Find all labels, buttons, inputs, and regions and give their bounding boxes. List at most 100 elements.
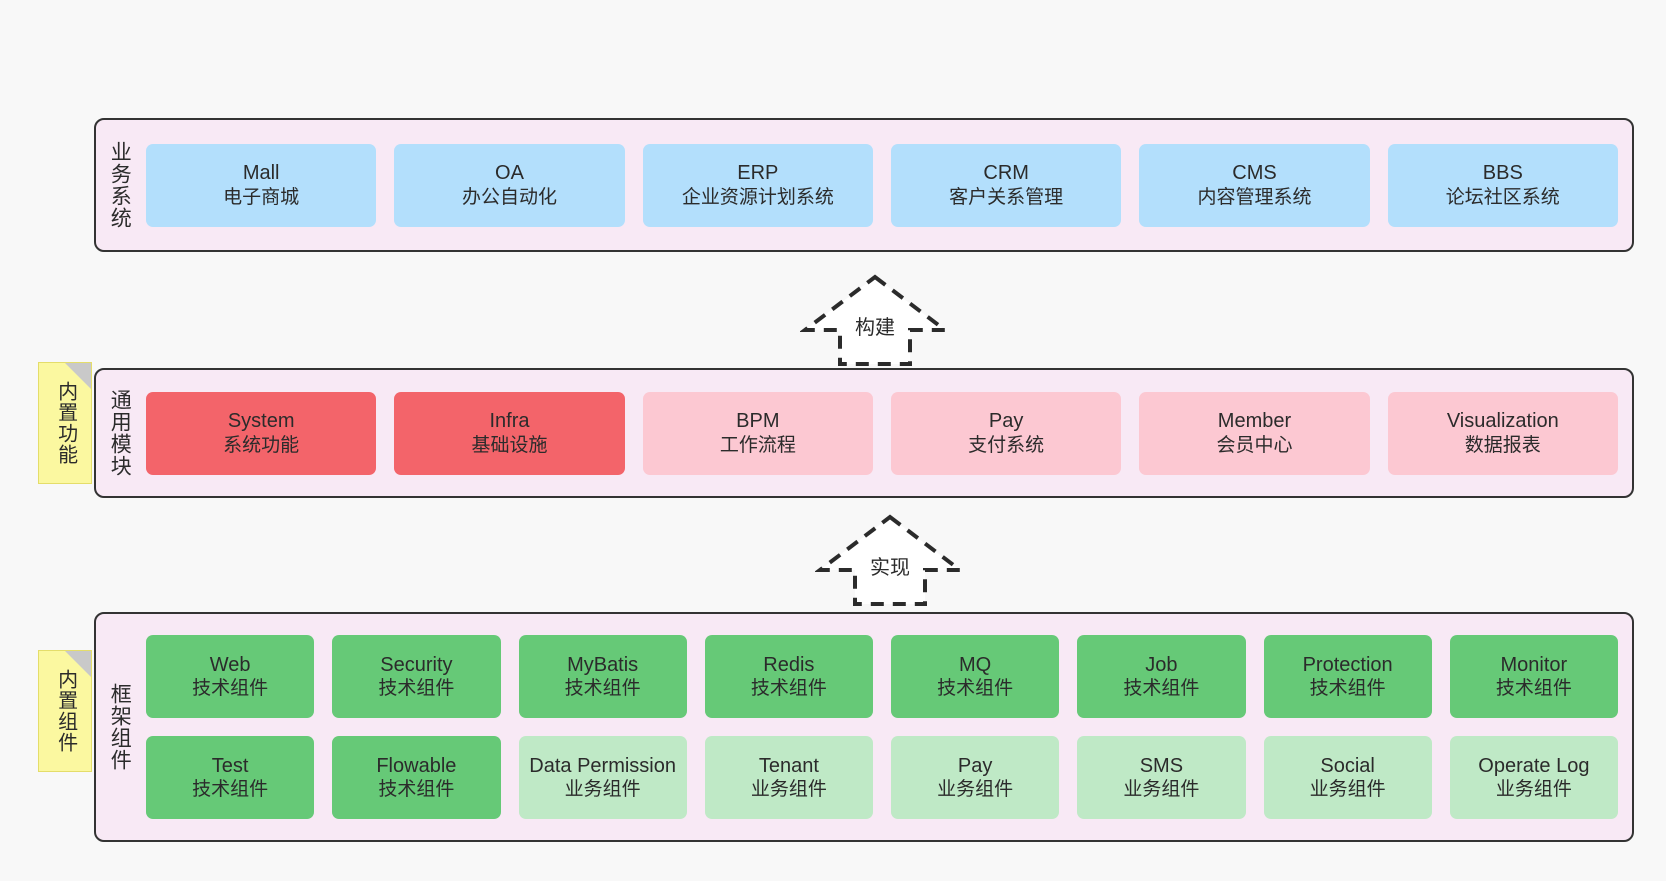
component-card-subtitle: 技术组件 <box>1123 678 1200 700</box>
component-card-subtitle: 工作流程 <box>719 434 796 456</box>
component-card-title: BBS <box>1482 162 1523 185</box>
component-card-subtitle: 支付系统 <box>968 434 1045 456</box>
component-card-subtitle: 业务组件 <box>564 779 641 801</box>
component-card-subtitle: 企业资源计划系统 <box>681 186 834 208</box>
component-card-subtitle: 内容管理系统 <box>1197 186 1312 208</box>
component-card-subtitle: 技术组件 <box>192 779 269 801</box>
component-card-subtitle: 业务组件 <box>1495 779 1572 801</box>
component-card-subtitle: 技术组件 <box>750 678 827 700</box>
component-card-title: Infra <box>489 410 530 433</box>
component-card-title: Web <box>209 653 251 676</box>
component-card-subtitle: 业务组件 <box>1123 779 1200 801</box>
component-card-title: Operate Log <box>1478 754 1590 777</box>
component-card-title: MyBatis <box>567 653 639 676</box>
component-card-subtitle: 会员中心 <box>1216 434 1293 456</box>
component-card-title: Security <box>380 653 453 676</box>
layer-title-business-system: 业务系统 <box>108 141 132 229</box>
build-arrow-icon <box>800 274 950 366</box>
component-card-title: BPM <box>736 410 780 433</box>
component-card-subtitle: 技术组件 <box>192 678 269 700</box>
component-card-title: Protection <box>1302 653 1393 676</box>
component-card-title: Mall <box>242 162 280 185</box>
component-card-subtitle: 客户关系管理 <box>949 186 1064 208</box>
component-card-subtitle: 业务组件 <box>937 779 1014 801</box>
connector-build: 构建 <box>800 272 950 368</box>
component-card-title: Test <box>211 754 249 777</box>
component-card-title: Flowable <box>376 754 457 777</box>
layer-title-framework-component: 框架组件 <box>108 683 132 771</box>
component-card-title: SMS <box>1139 754 1184 777</box>
component-card-subtitle: 技术组件 <box>378 779 455 801</box>
component-card-title: Tenant <box>758 754 819 777</box>
component-card-subtitle: 论坛社区系统 <box>1445 186 1560 208</box>
component-card-title: Pay <box>957 754 993 777</box>
component-card-subtitle: 数据报表 <box>1464 434 1541 456</box>
note-fold-corner-icon <box>65 651 91 677</box>
component-card-title: System <box>227 410 295 433</box>
component-card-title: OA <box>495 162 524 185</box>
implement-arrow-icon <box>815 514 965 606</box>
component-card-title: MQ <box>959 653 992 676</box>
component-card-subtitle: 电子商城 <box>223 186 300 208</box>
note-builtin-component-label: 内置组件 <box>54 669 77 753</box>
layer-title-common-module: 通用模块 <box>108 389 132 477</box>
component-card-title: CRM <box>983 162 1029 185</box>
note-builtin-function-label: 内置功能 <box>54 381 77 465</box>
component-card-title: Redis <box>763 653 815 676</box>
component-card-subtitle: 技术组件 <box>1495 678 1572 700</box>
component-card-subtitle: 业务组件 <box>1309 779 1386 801</box>
component-card-subtitle: 系统功能 <box>223 434 300 456</box>
component-card-subtitle: 办公自动化 <box>461 186 557 208</box>
note-builtin-function: 内置功能 <box>38 362 92 484</box>
component-card-title: ERP <box>737 162 779 185</box>
component-card-title: Visualization <box>1446 410 1559 433</box>
component-card-subtitle: 技术组件 <box>937 678 1014 700</box>
component-card-subtitle: 业务组件 <box>750 779 827 801</box>
component-card-title: Data Permission <box>529 754 676 777</box>
component-card-title: Member <box>1217 410 1292 433</box>
note-fold-corner-icon <box>65 363 91 389</box>
component-card-subtitle: 技术组件 <box>564 678 641 700</box>
component-card-title: Social <box>1320 754 1375 777</box>
component-card-subtitle: 技术组件 <box>378 678 455 700</box>
note-builtin-component: 内置组件 <box>38 650 92 772</box>
